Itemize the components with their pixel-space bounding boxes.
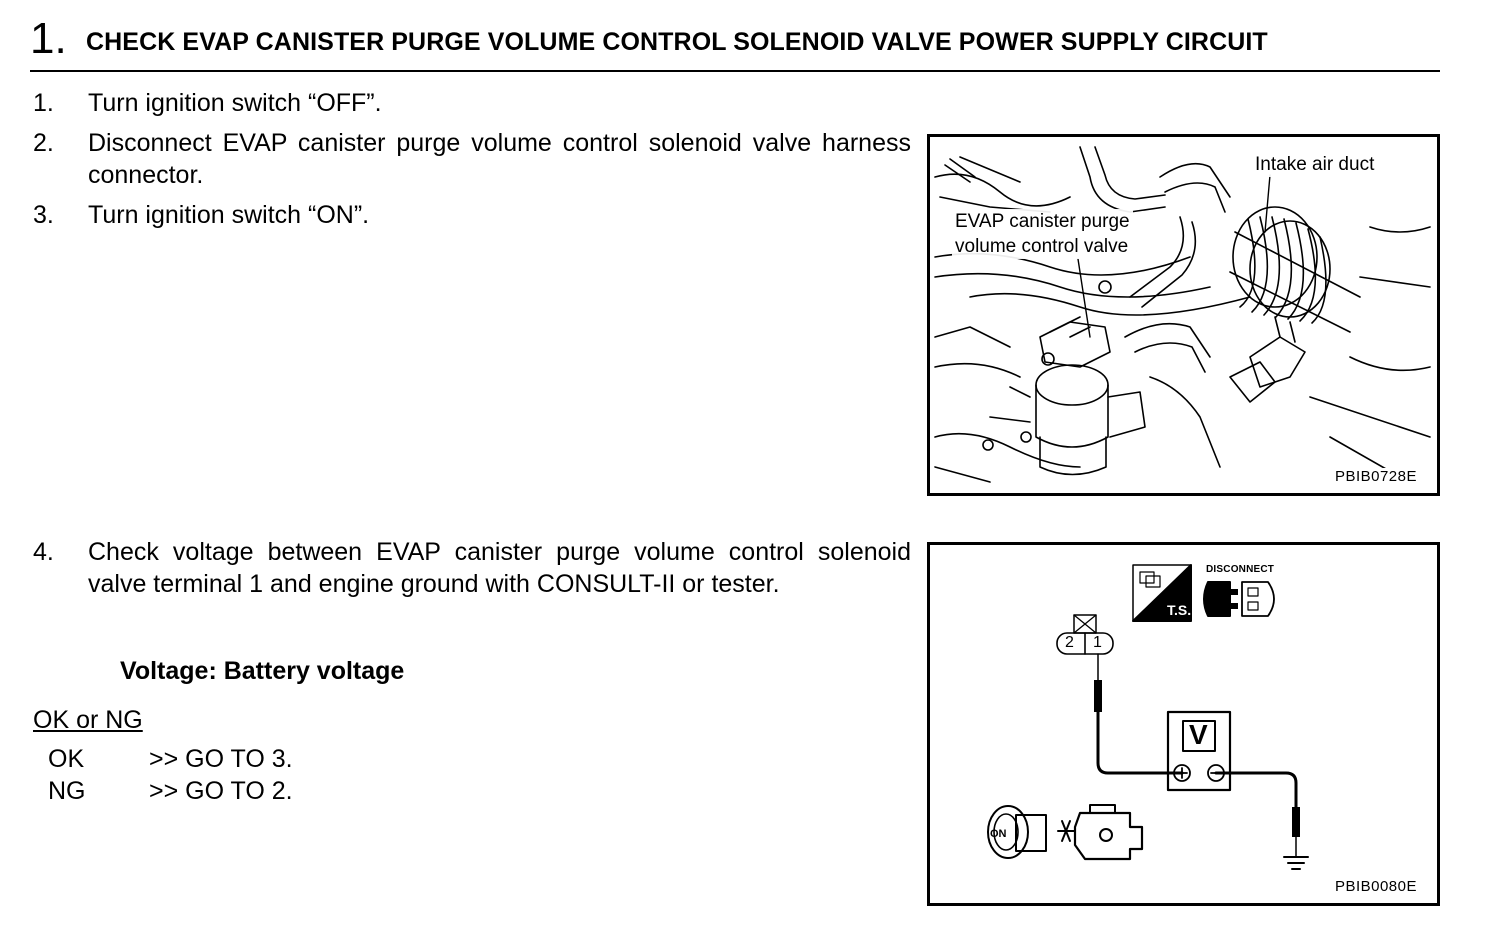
voltmeter-label: V: [1189, 719, 1208, 750]
engine-bay-illustration: [934, 146, 1431, 483]
result-ok: OK >> GO TO 3.: [48, 743, 293, 775]
figure-code: PBIB0728E: [1332, 468, 1419, 485]
figure-code: PBIB0080E: [1332, 878, 1419, 895]
step-1: 1. Turn ignition switch “OFF”.: [33, 87, 911, 119]
engine-bay-figure: Intake air duct EVAP canister purge volu…: [927, 134, 1440, 496]
section-number: 1.: [30, 14, 67, 63]
ts-label: T.S.: [1167, 602, 1192, 618]
step-3: 3. Turn ignition switch “ON”.: [33, 199, 911, 231]
voltage-spec: Voltage: Battery voltage: [120, 657, 405, 685]
ok-ng-label: OK or NG: [33, 706, 143, 734]
terminal-2-label: 2: [1065, 634, 1074, 651]
step-number: 1.: [33, 89, 54, 117]
result-action: >> GO TO 3.: [149, 745, 293, 773]
step-text: Turn ignition switch “ON”.: [88, 201, 370, 229]
terminal-1-label: 1: [1093, 634, 1102, 651]
step-number: 2.: [33, 129, 54, 157]
step-text: Disconnect EVAP canister purge volume co…: [88, 129, 911, 189]
step-4: 4. Check voltage between EVAP canister p…: [33, 536, 911, 600]
result-ng: NG >> GO TO 2.: [48, 775, 293, 807]
result-key: NG: [48, 777, 86, 805]
voltage-check-figure: DISCONNECT T.S. 2 1 V ON PBIB0080E: [927, 542, 1440, 906]
intake-air-duct-callout: Intake air duct: [1252, 152, 1378, 177]
section-title: CHECK EVAP CANISTER PURGE VOLUME CONTROL…: [86, 28, 1268, 56]
voltage-check-schematic: [987, 564, 1309, 870]
evap-valve-callout-line-1: EVAP canister purge: [952, 209, 1133, 234]
result-key: OK: [48, 745, 85, 773]
disconnect-label: DISCONNECT: [1206, 564, 1275, 575]
step-text: Check voltage between EVAP canister purg…: [88, 538, 911, 598]
section-heading: 1. CHECK EVAP CANISTER PURGE VOLUME CONT…: [30, 12, 1440, 72]
evap-valve-callout-line-2: volume control valve: [952, 234, 1132, 259]
step-number: 3.: [33, 201, 54, 229]
ignition-on-label: ON: [990, 828, 1007, 840]
step-2: 2. Disconnect EVAP canister purge volume…: [33, 127, 911, 191]
step-number: 4.: [33, 538, 54, 566]
step-text: Turn ignition switch “OFF”.: [88, 89, 382, 117]
result-action: >> GO TO 2.: [149, 777, 293, 805]
